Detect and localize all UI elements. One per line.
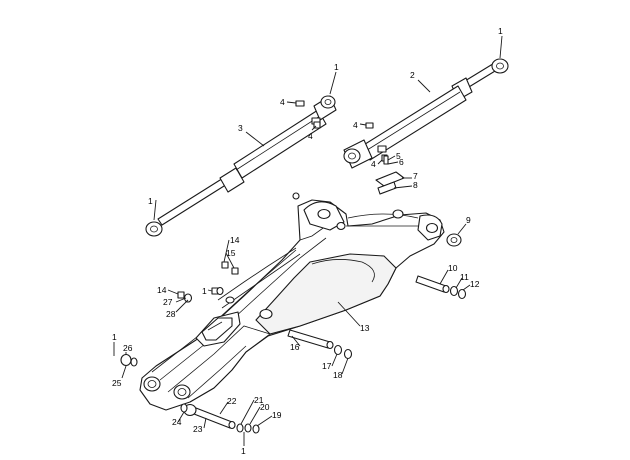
callout-4: 4 [371, 159, 376, 169]
callout-14: 14 [157, 285, 167, 295]
hydraulic-cylinder-3 [145, 95, 337, 237]
callout-21: 21 [254, 395, 264, 405]
callout-4: 4 [308, 131, 313, 141]
callout-15: 15 [226, 248, 236, 258]
callout-1: 1 [334, 62, 339, 72]
callout-labels: 1 1 1 1 1 1 2 3 4 4 4 4 5 6 7 8 9 10 11 … [112, 26, 503, 456]
boom-arm [139, 199, 445, 411]
callout-18: 18 [333, 370, 343, 380]
callout-19: 19 [272, 410, 282, 420]
callout-20: 20 [260, 402, 270, 412]
callout-12: 12 [470, 279, 480, 289]
callout-1: 1 [241, 446, 246, 456]
callout-11: 11 [460, 272, 469, 282]
callout-17: 17 [322, 361, 332, 371]
callout-4: 4 [280, 97, 285, 107]
callout-10: 10 [448, 263, 458, 273]
callout-1: 1 [112, 332, 117, 342]
callout-28: 28 [166, 309, 176, 319]
callout-24: 24 [172, 417, 182, 427]
callout-8: 8 [413, 180, 418, 190]
callout-5: 5 [396, 151, 401, 161]
callout-6: 6 [399, 157, 404, 167]
callout-1: 1 [148, 196, 153, 206]
callout-7: 7 [413, 171, 418, 181]
callout-4: 4 [353, 120, 358, 130]
callout-22: 22 [227, 396, 237, 406]
callout-2: 2 [410, 70, 415, 80]
callout-16: 16 [290, 342, 300, 352]
callout-25: 25 [112, 378, 122, 388]
leader-lines [113, 35, 503, 446]
callout-27: 27 [163, 297, 173, 307]
callout-1: 1 [202, 286, 207, 296]
callout-26: 26 [123, 343, 133, 353]
callout-1: 1 [498, 26, 503, 36]
callout-13: 13 [360, 323, 370, 333]
callout-3: 3 [238, 123, 243, 133]
callout-9: 9 [466, 215, 471, 225]
callout-14: 14 [230, 235, 240, 245]
hydraulic-cylinder-2 [343, 58, 509, 169]
callout-23: 23 [193, 424, 203, 434]
